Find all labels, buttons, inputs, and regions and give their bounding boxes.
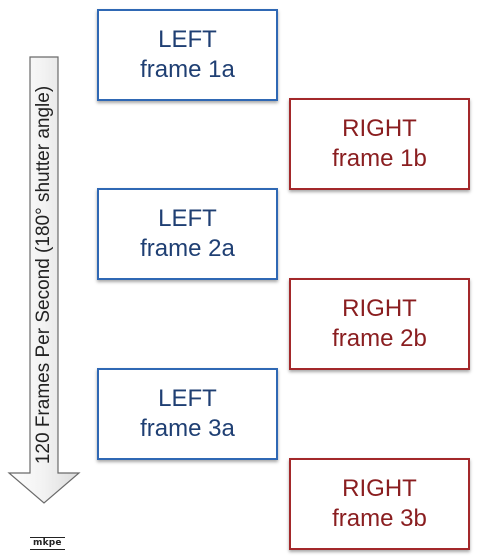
frame-eye-label: RIGHT bbox=[342, 295, 417, 322]
mkpe-logo: mkpe bbox=[30, 537, 65, 550]
frame-left-2a: LEFT frame 2a bbox=[97, 188, 278, 280]
frame-number-label: frame 1b bbox=[332, 145, 427, 172]
frame-eye-label: LEFT bbox=[158, 26, 217, 53]
frame-number-label: frame 3b bbox=[332, 505, 427, 532]
frame-eye-label: RIGHT bbox=[342, 475, 417, 502]
frame-eye-label: LEFT bbox=[158, 385, 217, 412]
arrow-label: 120 Frames Per Second (180° shutter angl… bbox=[33, 85, 54, 465]
down-arrow-shape bbox=[7, 56, 81, 504]
frame-number-label: frame 3a bbox=[140, 415, 235, 442]
frame-number-label: frame 2b bbox=[332, 325, 427, 352]
frame-left-3a: LEFT frame 3a bbox=[97, 368, 278, 460]
frame-number-label: frame 1a bbox=[140, 56, 235, 83]
frame-eye-label: LEFT bbox=[158, 205, 217, 232]
frame-right-3b: RIGHT frame 3b bbox=[289, 458, 470, 550]
frame-number-label: frame 2a bbox=[140, 235, 235, 262]
frame-right-2b: RIGHT frame 2b bbox=[289, 278, 470, 370]
frame-left-1a: LEFT frame 1a bbox=[97, 9, 278, 101]
frame-eye-label: RIGHT bbox=[342, 115, 417, 142]
frame-right-1b: RIGHT frame 1b bbox=[289, 98, 470, 190]
